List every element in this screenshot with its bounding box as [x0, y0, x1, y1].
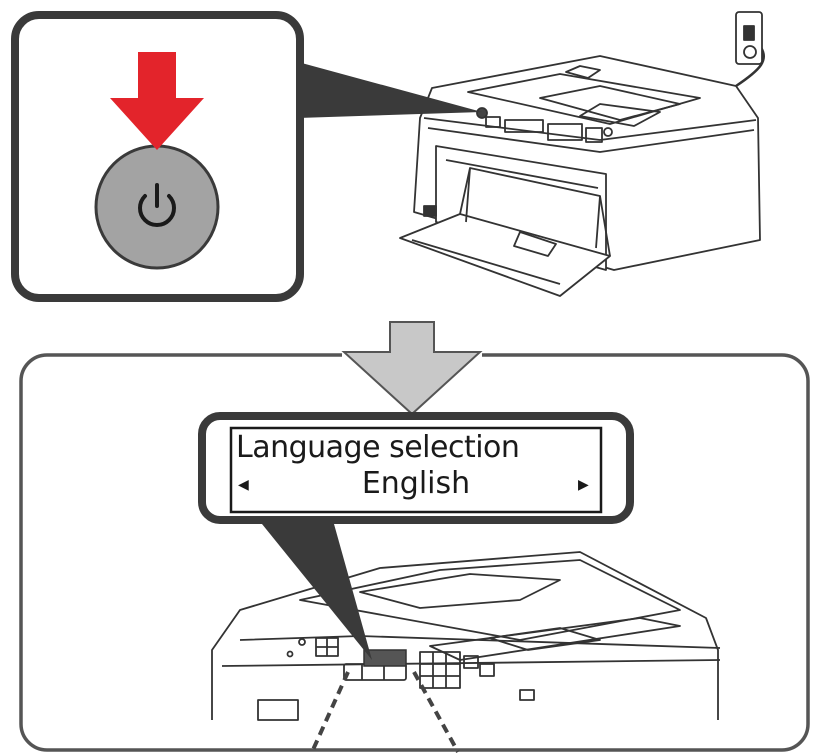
lcd-language-value: English: [236, 466, 596, 501]
lcd-left-arrow-icon: ◀: [238, 477, 249, 493]
lcd-right-arrow-icon: ▶: [578, 477, 589, 493]
flow-arrow-icon: [344, 322, 480, 414]
lcd-title: Language selection: [236, 430, 596, 465]
printer-top-illustration: [400, 12, 764, 296]
printer-front-illustration: [212, 552, 720, 720]
power-button[interactable]: [96, 146, 218, 268]
